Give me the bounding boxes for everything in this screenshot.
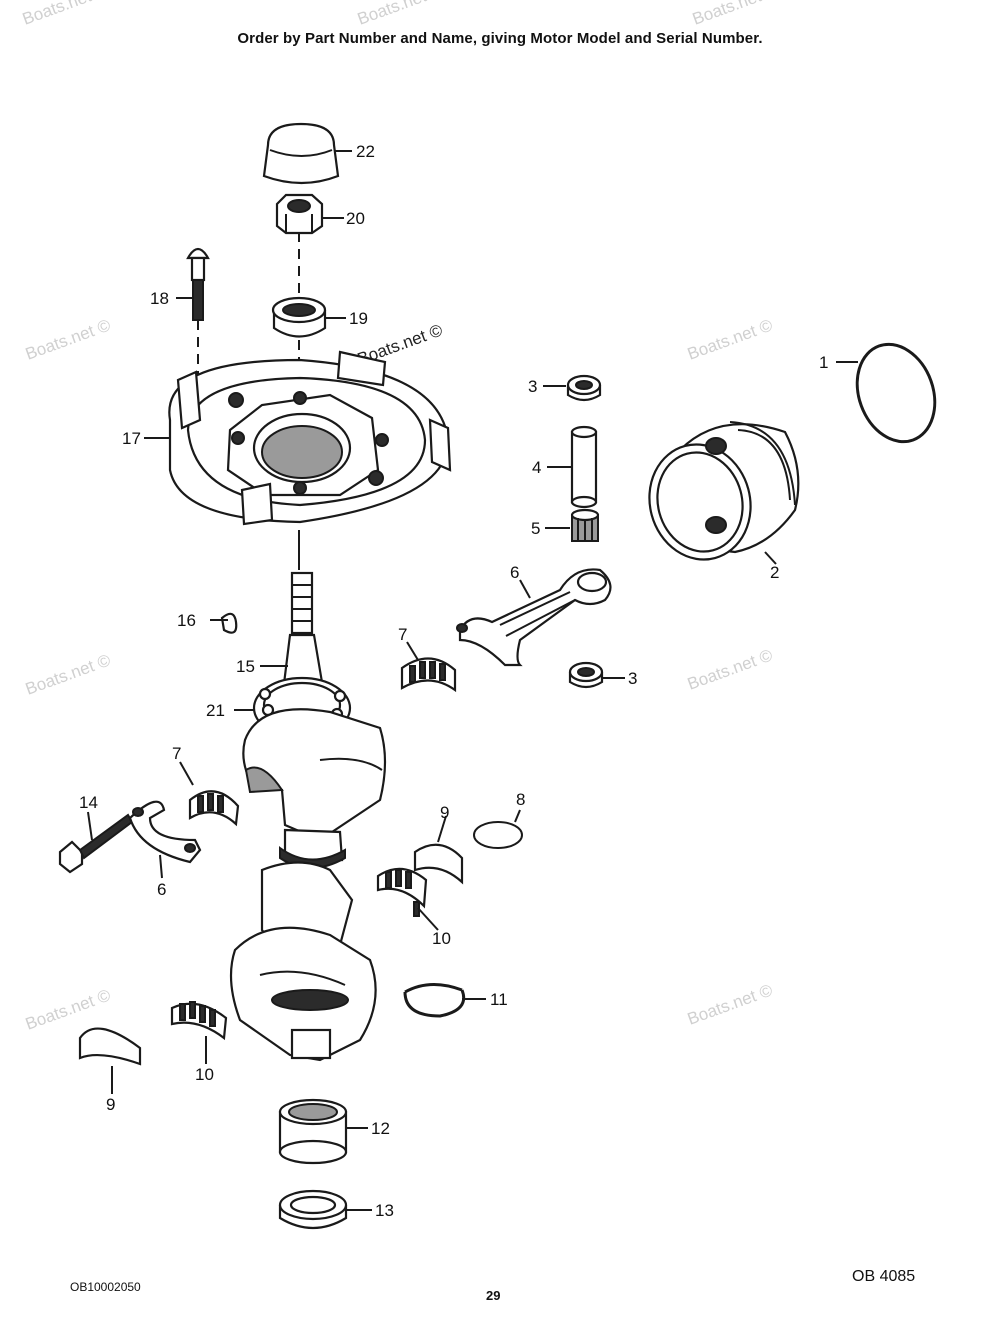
callout-10-left: 10 [195, 1065, 214, 1084]
figure-reference: OB 4085 [852, 1268, 916, 1285]
watermark: Boats.net © [20, 0, 111, 29]
crankshaft-assembly [229, 571, 387, 1062]
part-22-nut-cap [262, 122, 340, 185]
callout-3-top: 3 [528, 377, 537, 396]
page-number: 29 [486, 1288, 501, 1303]
part-2-piston [648, 421, 800, 561]
part-4-piston-pin [570, 425, 598, 509]
callout-20: 20 [346, 209, 365, 228]
part-8-retaining-ring [473, 821, 523, 849]
part-17-armature-plate [168, 350, 452, 526]
callout-10-right: 10 [432, 929, 451, 948]
part-18-bolt [186, 247, 210, 321]
part-7-bearing-cage-lower [188, 790, 240, 827]
document-code: OB10002050 [70, 1280, 141, 1294]
callout-5: 5 [531, 519, 540, 538]
part-10-bearing-cage-lower [170, 1001, 228, 1041]
watermark: Boats.net © [690, 0, 781, 29]
part-3-bushing-top [566, 374, 602, 402]
watermark: Boats.net © [685, 980, 776, 1028]
order-instruction: Order by Part Number and Name, giving Mo… [237, 30, 763, 47]
part-9-bearing-half [413, 843, 464, 885]
callout-13: 13 [375, 1201, 394, 1220]
part-10-bearing-cage [376, 867, 428, 917]
part-3-bushing-bottom [568, 661, 604, 689]
callout-4: 4 [532, 458, 541, 477]
callout-16: 16 [177, 611, 196, 630]
part-7-bearing-cage [400, 657, 457, 693]
part-5-needle-bearing [570, 508, 600, 542]
part-19-seal [271, 296, 327, 338]
watermark: Boats.net © [23, 985, 114, 1033]
callout-6-upper: 6 [510, 563, 519, 582]
callout-9-upper: 9 [440, 803, 449, 822]
watermark: Boats.net © [685, 645, 776, 693]
callout-17: 17 [122, 429, 141, 448]
callout-7-lower: 7 [172, 744, 181, 763]
part-15-threaded-end [290, 571, 314, 635]
callout-18: 18 [150, 289, 169, 308]
callout-12: 12 [371, 1119, 390, 1138]
part-13-seal [278, 1189, 348, 1229]
part-11-retaining-ring [403, 983, 466, 1018]
part-14-bolt [58, 813, 134, 874]
callout-15: 15 [236, 657, 255, 676]
part-12-roller-bearing [278, 1098, 348, 1165]
watermark: Boats.net © [23, 650, 114, 698]
callout-1: 1 [819, 353, 828, 372]
part-9-bearing-half-lower [78, 1027, 142, 1066]
watermark: Boats.net © [23, 315, 114, 363]
callout-14: 14 [79, 793, 98, 812]
part-20-nut [275, 193, 324, 235]
callout-6-lower: 6 [157, 880, 166, 899]
watermark: Boats.net © [685, 315, 776, 363]
callout-7-upper: 7 [398, 625, 407, 644]
watermark: Boats.net © [355, 0, 446, 29]
part-6-rod-cap [128, 800, 202, 864]
callout-22: 22 [356, 142, 375, 161]
callout-19: 19 [349, 309, 368, 328]
callout-2: 2 [770, 563, 779, 582]
callout-9-lower: 9 [106, 1095, 115, 1114]
callout-8: 8 [516, 790, 525, 809]
callout-numbers: 22 20 19 18 17 16 15 21 1 2 3 4 5 6 7 3 … [79, 142, 828, 1220]
callout-3-bottom: 3 [628, 669, 637, 688]
part-1-piston-ring [855, 342, 937, 444]
part-6-connecting-rod [456, 568, 612, 667]
callout-21: 21 [206, 701, 225, 720]
callout-11: 11 [490, 990, 508, 1009]
part-16-key [220, 612, 238, 634]
leader-lines [87, 150, 858, 1211]
